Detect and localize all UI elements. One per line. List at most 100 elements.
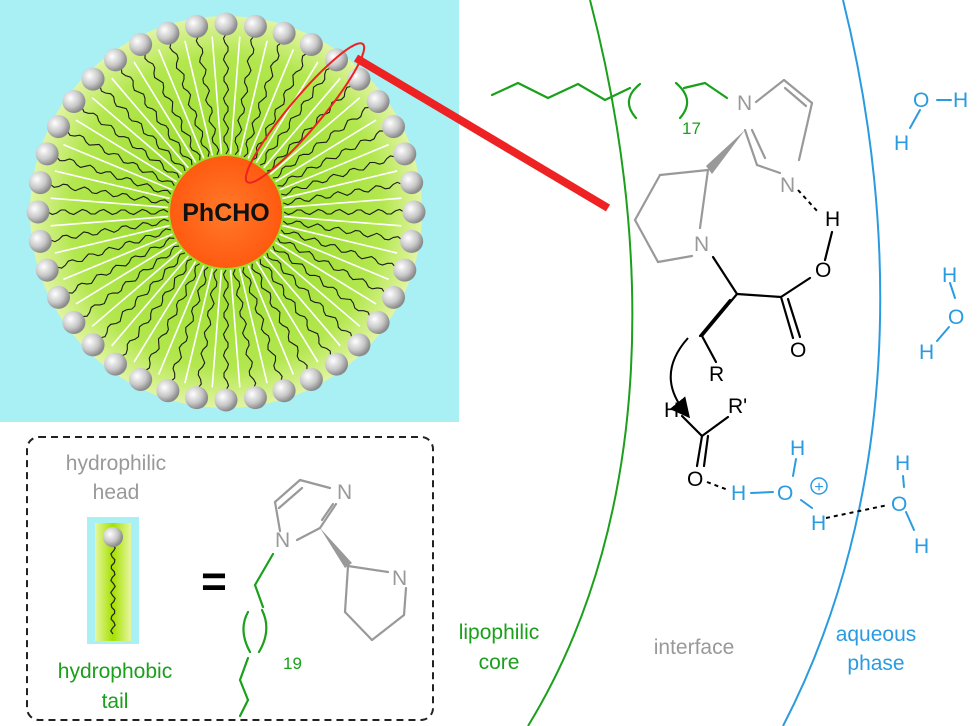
micelle-separator xyxy=(255,61,319,163)
micelle-separator xyxy=(54,224,170,254)
legend-equals-sign: = xyxy=(201,557,227,606)
mechanism-o-aldehyde: O xyxy=(687,468,703,491)
micelle-tail xyxy=(81,245,180,318)
mechanism-alkyl-chain xyxy=(490,81,729,120)
micelle-separator xyxy=(91,97,183,175)
micelle-tail xyxy=(243,42,282,158)
region-label-lipophilic: lipophilic xyxy=(459,621,540,644)
hydronium-charge-circle xyxy=(810,477,828,495)
micelle-head xyxy=(81,333,105,357)
aqueous-boundary-curve xyxy=(782,0,882,726)
micelle-head xyxy=(62,311,86,335)
micelle-tail xyxy=(222,269,230,391)
micelle-separator xyxy=(111,77,189,169)
micelle-tail xyxy=(144,263,200,372)
micelle-head xyxy=(214,12,238,36)
region-label-lipophilic-2: core xyxy=(479,651,520,674)
region-label-aqueous: aqueous xyxy=(836,623,917,646)
mechanism-n-imidazole-bottom: N xyxy=(780,174,795,197)
micelle-tail xyxy=(67,237,175,294)
micelle-head xyxy=(28,171,52,195)
micelle-tail xyxy=(66,130,175,186)
micelle-head xyxy=(325,352,349,376)
micelle-tails xyxy=(47,33,405,391)
micelle-separator xyxy=(133,261,197,363)
micelle-head xyxy=(299,32,323,56)
micelle-separator xyxy=(269,97,361,175)
region-label-aqueous-2: phase xyxy=(847,652,904,675)
micelle-tail xyxy=(170,266,209,382)
mechanism-curved-arrow xyxy=(669,337,691,419)
micelle-tail xyxy=(121,258,193,357)
micelle-separator xyxy=(157,265,205,375)
micelle-head xyxy=(393,258,417,282)
micelle-tail xyxy=(197,268,218,389)
micelle-separator xyxy=(282,170,398,200)
micelle-core xyxy=(170,156,282,268)
micelle-separator xyxy=(275,241,377,305)
mechanism-h-aldehyde: H xyxy=(664,399,679,422)
micelle-tail xyxy=(242,267,283,382)
micelle-head xyxy=(185,14,209,38)
micelle-tail xyxy=(144,53,201,161)
micelle-tail xyxy=(195,35,220,155)
legend-tail-label: hydrophobic xyxy=(58,660,172,683)
micelle-tail xyxy=(266,85,353,172)
micelle-separator xyxy=(275,119,377,183)
legend-tail-label-2: tail xyxy=(102,690,129,713)
micelle-separator xyxy=(157,49,205,159)
water-1-h2: H xyxy=(894,132,909,155)
micelle-tail xyxy=(56,156,172,195)
micelle-head xyxy=(129,368,153,392)
mechanism-dashed-hbond-oh xyxy=(706,481,729,491)
micelle-separator xyxy=(279,233,389,281)
micelle-separator xyxy=(283,197,402,209)
micelle-separator xyxy=(184,40,214,156)
micelle-tail xyxy=(81,107,180,179)
micelle-tail xyxy=(49,183,170,204)
mechanism-dashed-hbond-water xyxy=(825,504,889,519)
legend-catalyst-n-imidazole-bottom: N xyxy=(275,529,290,552)
micelle-separator xyxy=(279,143,389,191)
micelle-separator xyxy=(111,255,189,347)
mechanism-o-acid: O xyxy=(815,259,831,282)
micelle-head xyxy=(46,285,70,309)
legend-catalyst-chain-subscript: 19 xyxy=(283,654,302,673)
micelle-tail xyxy=(99,252,186,339)
micelle-separator xyxy=(263,255,341,347)
micelle-separator xyxy=(247,49,295,159)
mechanism-r-prime: R' xyxy=(728,395,747,418)
micelle-separator xyxy=(54,170,170,200)
micelle-tail xyxy=(99,85,186,172)
micelle-head xyxy=(366,311,390,335)
micelle-tail xyxy=(232,269,257,389)
micelle-tail xyxy=(272,106,371,179)
micelle-head xyxy=(35,258,59,282)
legend-surfactant-head xyxy=(103,527,123,547)
micelle-head xyxy=(366,89,390,113)
region-label-interface: interface xyxy=(654,636,735,659)
zoom-connector-line xyxy=(353,54,611,212)
micelle-separator xyxy=(211,36,223,155)
micelle-tail xyxy=(266,252,353,339)
micelle-tail xyxy=(259,67,331,166)
micelle-core-label: PhCHO xyxy=(182,199,270,227)
water-1-o: O xyxy=(913,89,929,112)
micelle-tail xyxy=(283,208,405,216)
micelle-separator xyxy=(211,269,223,388)
micelle-tail xyxy=(277,130,385,187)
mechanism-n-imidazole-top: N xyxy=(737,92,752,115)
micelle-tail xyxy=(49,218,169,243)
water-4-h-bottom: H xyxy=(914,535,929,558)
micelle-head xyxy=(400,229,424,253)
micelle-separator xyxy=(229,36,241,155)
micelle-tail xyxy=(282,220,403,241)
micelle-separator xyxy=(75,119,177,183)
micelle-tail xyxy=(280,229,396,268)
micelle-separator xyxy=(50,197,169,209)
micelle-tail xyxy=(277,238,386,294)
micelle-separator xyxy=(255,261,319,363)
micelle-separator xyxy=(283,215,402,227)
micelle-separator xyxy=(63,233,173,281)
